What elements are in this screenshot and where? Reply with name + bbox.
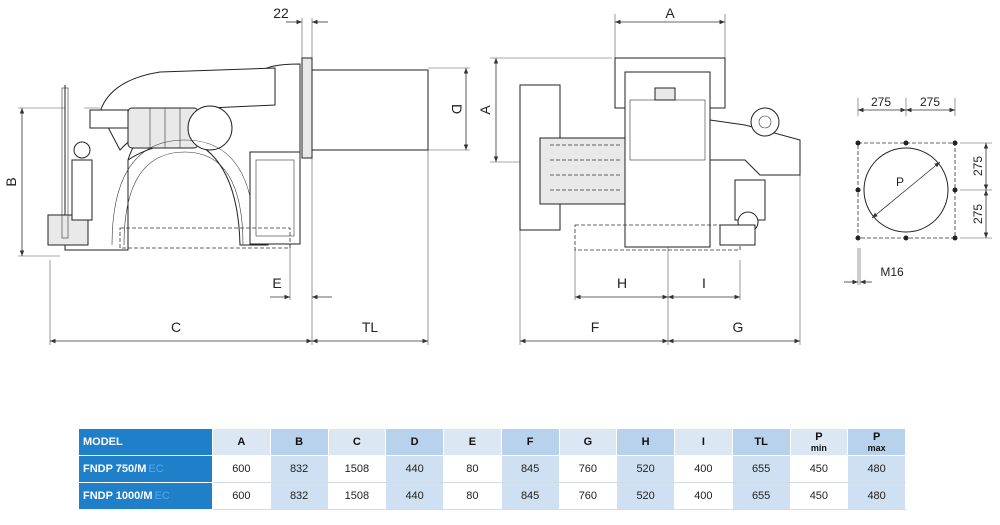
table-header-row: MODEL A B C D E F G H I TL P min P max [78,428,906,456]
table-cell: 520 [616,482,675,510]
header-d: D [385,428,444,456]
header-tl: TL [731,428,791,456]
table-cell: 655 [731,482,791,510]
header-h: H [616,428,675,456]
table-cell: 845 [500,482,560,510]
table-cell: 600 [212,455,271,483]
table-cell: 845 [500,455,560,483]
dim-label-tl: TL [362,319,379,335]
table-cell: 832 [269,455,329,483]
dim-label-a-top: A [665,5,675,21]
model-name: FNDP 750/M [83,463,147,475]
model-name: FNDP 1000/M [83,490,153,502]
dimensions-table: MODEL A B C D E F G H I TL P min P max F… [78,428,906,510]
header-p-max-label: P [872,430,881,443]
dim-label-h: H [617,275,627,291]
table-cell: 760 [558,482,618,510]
table-cell: 520 [616,455,675,483]
header-i: I [674,428,733,456]
header-p-min-label: P [815,430,823,443]
dim-label-g: G [733,319,744,335]
flange-label-p: P [896,175,904,189]
table-cell: 832 [269,482,329,510]
header-p-max: P max [847,428,906,456]
technical-drawing: 22 A B D A E C TL H I F G 275 275 275 27… [3,5,992,345]
header-model: MODEL [78,428,213,456]
table-cell: 80 [443,455,502,483]
flange-label-275-upper: 275 [971,156,985,176]
header-p-max-sub: max [867,442,886,453]
table-cell: 450 [789,482,849,510]
side-view [18,18,470,345]
table-cell: 655 [731,455,791,483]
flange-label-275-lower: 275 [971,204,985,224]
flange-label-275-left: 275 [871,95,891,109]
header-p-min-sub: min [810,442,827,453]
front-view [490,14,801,345]
dim-label-f: F [591,319,600,335]
header-c: C [327,428,387,456]
table-cell: 1508 [327,455,387,483]
dim-label-a-side: A [477,105,493,115]
flange-detail [844,98,992,285]
header-g: G [558,428,618,456]
dim-label-b: B [3,177,19,186]
header-e: E [443,428,502,456]
table-cell: 400 [674,455,733,483]
dim-label-22: 22 [273,5,289,21]
model-suffix: EC [148,463,164,475]
table-cell: 400 [674,482,733,510]
dim-label-d: D [449,104,465,114]
dim-label-e: E [272,275,281,291]
header-a: A [212,428,271,456]
header-f: F [500,428,560,456]
model-suffix: EC [154,490,170,502]
header-b: B [269,428,329,456]
dim-label-i: I [702,275,706,291]
flange-label-275-right: 275 [920,95,940,109]
table-cell: 450 [789,455,849,483]
dim-label-c: C [171,319,181,335]
table-cell: 480 [847,455,906,483]
table-cell: 80 [443,482,502,510]
table-cell: 480 [847,482,906,510]
table-cell: 760 [558,455,618,483]
header-p-min: P min [789,428,849,456]
table-cell: 440 [385,455,444,483]
table-cell: 440 [385,482,444,510]
flange-label-m16: M16 [880,265,904,279]
table-cell: 600 [212,482,271,510]
table-cell: 1508 [327,482,387,510]
